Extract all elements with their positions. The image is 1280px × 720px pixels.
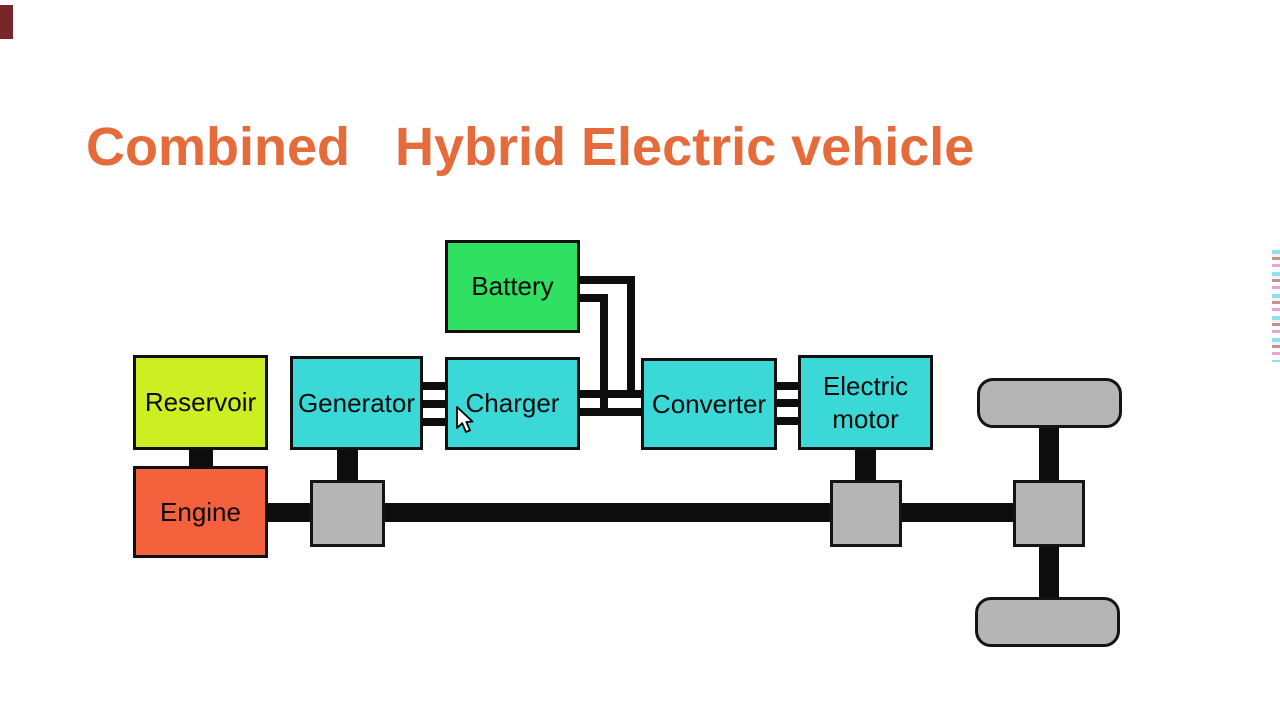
wheel-top (977, 378, 1122, 428)
corner-artifact (0, 5, 13, 39)
engine-block: Engine (133, 466, 268, 558)
charger-block: Charger (445, 357, 580, 450)
axle-lower-shaft (1039, 545, 1059, 600)
reservoir-block: Reservoir (133, 355, 268, 450)
page-title: Combined Hybrid Electric vehicle (86, 117, 975, 177)
electric-motor-label: Electric motor (822, 371, 909, 434)
differential-box (1013, 480, 1085, 547)
battery-block: Battery (445, 240, 580, 333)
charger-converter-line-upper (580, 390, 641, 398)
generator-gearbox (310, 480, 385, 547)
converter-motor-line-2 (777, 399, 798, 407)
wheel-bottom (975, 597, 1120, 647)
battery-drop-line-outer (627, 276, 635, 398)
reservoir-label: Reservoir (144, 387, 257, 418)
generator-gearbox-shaft (337, 450, 358, 483)
charger-label: Charger (465, 388, 560, 419)
generator-charger-line-3 (423, 418, 445, 426)
battery-label: Battery (471, 271, 554, 302)
motor-gearbox-shaft (855, 450, 876, 483)
edge-artifact (1272, 250, 1280, 362)
battery-output-line-upper (580, 276, 635, 284)
generator-block: Generator (290, 356, 423, 450)
reservoir-engine-shaft (189, 450, 213, 467)
converter-motor-line-3 (777, 417, 798, 425)
charger-converter-line-lower (580, 408, 641, 416)
converter-block: Converter (641, 358, 777, 450)
converter-label: Converter (651, 388, 767, 419)
battery-drop-line-inner (600, 294, 608, 416)
motor-gearbox (830, 480, 902, 547)
generator-charger-line-1 (423, 382, 445, 390)
generator-charger-line-2 (423, 400, 445, 408)
generator-label: Generator (297, 387, 416, 418)
driveshaft (268, 503, 1058, 522)
mouse-cursor-icon (456, 406, 474, 433)
electric-motor-block: Electric motor (798, 355, 933, 450)
engine-label: Engine (160, 496, 241, 527)
battery-output-line-lower (580, 294, 608, 302)
axle-upper-shaft (1039, 426, 1059, 483)
converter-motor-line-1 (777, 382, 798, 390)
